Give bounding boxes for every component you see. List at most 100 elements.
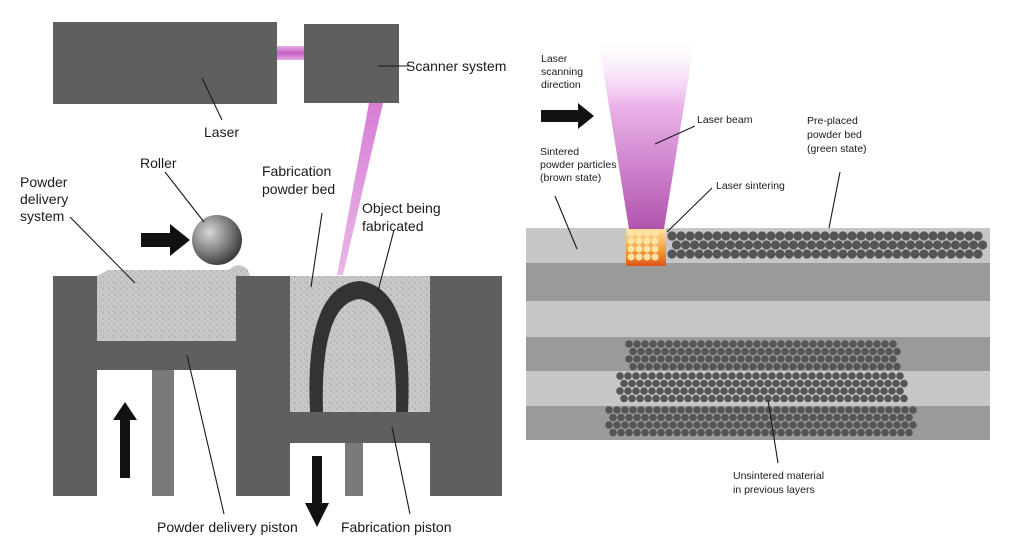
unsintered-particle <box>825 413 833 422</box>
unsintered-particle <box>845 421 853 429</box>
unsintered-particle <box>769 355 777 363</box>
unsintered-particle <box>881 413 889 422</box>
unsintered-particle <box>653 362 661 371</box>
unsintered-particle <box>872 372 880 380</box>
powder-particle <box>725 240 736 250</box>
powder-particle <box>667 249 677 259</box>
unsintered-particle <box>745 413 753 422</box>
powder-particle <box>959 240 970 250</box>
unsintered-particle <box>888 372 896 380</box>
unsintered-particle <box>785 340 793 348</box>
unsintered-particle <box>893 421 901 429</box>
unsintered-particle <box>657 428 665 437</box>
unsintered-particle <box>749 421 757 429</box>
powder-particle <box>932 240 943 250</box>
powder-particle <box>811 231 821 241</box>
powder-particle <box>775 231 785 241</box>
unsintered-particle <box>692 379 700 388</box>
unsintered-particle <box>780 379 788 388</box>
unsintered-particle <box>689 340 697 348</box>
unsintered-particle <box>772 394 780 403</box>
sinter-particle <box>635 245 643 253</box>
unsintered-particle <box>805 362 813 371</box>
unsintered-particle <box>660 379 668 388</box>
unsintered-particle <box>652 379 660 388</box>
unsintered-particle <box>669 421 677 429</box>
powder-particle <box>694 249 704 259</box>
unsintered-particle <box>776 372 784 380</box>
unsintered-particle <box>864 372 872 380</box>
unsintered-particle <box>661 421 669 429</box>
unsintered-particle <box>804 394 812 403</box>
powder-particle <box>937 231 947 241</box>
unsintered-particle <box>685 362 693 371</box>
unsintered-particle <box>705 340 713 348</box>
powder-particle <box>730 249 740 259</box>
powder-particle <box>892 231 902 241</box>
unsintered-particle <box>713 355 721 363</box>
unsintered-particle <box>700 394 708 403</box>
unsintered-particle <box>885 421 893 429</box>
unsintered-particle <box>733 406 741 414</box>
unsintered-particle <box>613 421 621 429</box>
powder-delivery-piston-rod <box>152 370 174 496</box>
unsintered-particle <box>792 372 800 380</box>
unsintered-particle <box>849 413 857 422</box>
powder-particle <box>676 249 686 259</box>
powder-particle <box>874 249 884 259</box>
unsintered-particle <box>649 355 657 363</box>
powder-particle <box>883 231 893 241</box>
unsintered-particle <box>705 413 713 422</box>
unsintered-particle <box>781 406 789 414</box>
unsintered-particle <box>793 340 801 348</box>
unsintered-particle <box>749 362 757 371</box>
powder-particle <box>820 249 830 259</box>
unsintered-particle <box>909 421 917 429</box>
unsintered-particle <box>868 379 876 388</box>
unsintered-particle <box>665 413 673 422</box>
powder-particle <box>793 249 803 259</box>
unsintered-particle <box>745 340 753 348</box>
unsintered-particle <box>777 340 785 348</box>
unsintered-particle <box>705 428 713 437</box>
pre-placed-powder-bed-label: Pre-placed powder bed (green state) <box>807 115 867 155</box>
unsintered-particle <box>605 406 613 414</box>
unsintered-particle <box>784 387 792 395</box>
powder-particle <box>892 249 902 259</box>
unsintered-particle <box>668 394 676 403</box>
unsintered-particle <box>721 355 729 363</box>
unsintered-particle <box>861 421 869 429</box>
powder-particle <box>910 231 920 241</box>
unsintered-particle <box>813 421 821 429</box>
powder-particle <box>928 231 938 241</box>
unsintered-particle <box>629 362 637 371</box>
laser-beam-cone <box>598 38 695 229</box>
unsintered-particle <box>785 355 793 363</box>
powder-particle <box>824 240 835 250</box>
left-panel: Laser Scanner system Roller Powder deliv… <box>20 22 506 535</box>
unsintered-particle <box>853 406 861 414</box>
unsintered-particle <box>852 379 860 388</box>
unsintered-particle <box>649 428 657 437</box>
unsintered-particle <box>849 340 857 348</box>
powder-particle <box>950 240 961 250</box>
unsintered-particle <box>765 421 773 429</box>
unsintered-particle <box>857 428 865 437</box>
powder-particle <box>946 249 956 259</box>
unsintered-particle <box>677 362 685 371</box>
unsintered-particle <box>817 428 825 437</box>
unsintered-particle <box>816 372 824 380</box>
object-being-fabricated <box>309 281 409 412</box>
unsintered-particle <box>653 347 661 356</box>
powder-particle <box>698 240 709 250</box>
unsintered-particle <box>844 379 852 388</box>
powder-particle <box>712 249 722 259</box>
unsintered-particle <box>729 340 737 348</box>
unsintered-particle <box>829 362 837 371</box>
unsintered-particle <box>616 387 624 395</box>
unsintered-particle <box>740 379 748 388</box>
unsintered-particle <box>609 428 617 437</box>
unsintered-particle <box>837 362 845 371</box>
unsintered-particle <box>837 421 845 429</box>
unsintered-particle <box>761 413 769 422</box>
